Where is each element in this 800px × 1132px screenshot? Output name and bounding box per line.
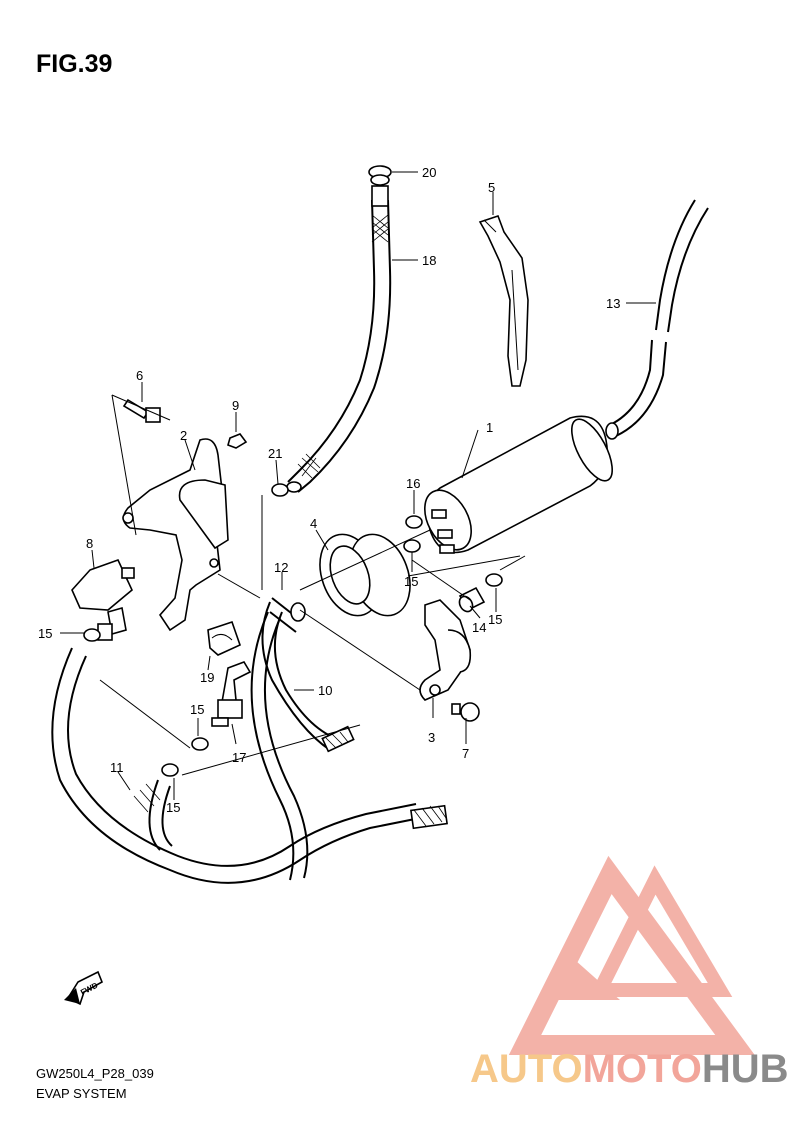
callout-15-canister: 15: [404, 574, 418, 589]
callout-10: 10: [318, 683, 332, 698]
assembly-lines: [99, 394, 526, 776]
clamp-15-d: [191, 737, 209, 751]
watermark-auto: AUTO: [470, 1047, 583, 1091]
callout-15-fitting: 15: [190, 702, 204, 717]
callout-3: 3: [428, 730, 435, 745]
figure-title: FIG.39: [36, 50, 113, 78]
bolt-7: [451, 702, 480, 722]
callout-labels: 1 2 3 4 5 6 7 8 9 10 11 12 13 14 15 15 1…: [38, 165, 620, 815]
clamp-15-c: [83, 628, 101, 642]
watermark-hub: HUB: [701, 1047, 789, 1091]
watermark-logo: [508, 855, 755, 1055]
callout-6: 6: [136, 368, 143, 383]
cable-tie-5: [478, 214, 529, 387]
callout-19: 19: [200, 670, 214, 685]
callout-1: 1: [486, 420, 493, 435]
canister-1: [424, 415, 613, 554]
callout-15-left: 15: [38, 626, 52, 641]
clamp-15-b: [485, 573, 503, 587]
callout-8: 8: [86, 536, 93, 551]
callout-15-right: 15: [488, 612, 502, 627]
valve-8: [71, 559, 135, 641]
fwd-arrow-icon: FWD: [64, 970, 104, 1006]
callout-4: 4: [310, 516, 317, 531]
plug-14: [458, 586, 486, 613]
figure-code: GW250L4_P28_039: [36, 1066, 154, 1081]
hose-10: [261, 601, 355, 753]
callout-12: 12: [274, 560, 288, 575]
hose-12: [269, 597, 306, 633]
callout-16: 16: [406, 476, 420, 491]
callout-14: 14: [472, 620, 486, 635]
cushion-19: [207, 620, 241, 656]
callout-7: 7: [462, 746, 469, 761]
callout-9: 9: [232, 398, 239, 413]
leader-lines: [60, 171, 656, 800]
hose-13: [605, 199, 709, 440]
callout-15-bottom: 15: [166, 800, 180, 815]
watermark-text: AUTOMOTOHUB: [470, 1047, 789, 1092]
bracket-2: [122, 438, 229, 632]
callout-11: 11: [110, 760, 124, 775]
clamp-20: [368, 165, 392, 186]
clamp-21: [271, 483, 289, 497]
callout-21: 21: [268, 446, 282, 461]
callout-13: 13: [606, 296, 620, 311]
figure-description: EVAP SYSTEM: [36, 1086, 127, 1101]
callout-20: 20: [422, 165, 436, 180]
callout-2: 2: [180, 428, 187, 443]
bracket-3: [419, 599, 472, 701]
bolt-6: [122, 398, 161, 423]
callout-18: 18: [422, 253, 436, 268]
fitting-17: [211, 661, 252, 727]
clamp-16: [405, 515, 423, 529]
hose-18: [286, 185, 392, 493]
callout-17: 17: [232, 750, 246, 765]
nut-9: [227, 433, 248, 449]
ring-4: [319, 533, 411, 617]
watermark-moto: MOTO: [582, 1047, 702, 1091]
callout-5: 5: [488, 180, 495, 195]
hose-11: [51, 611, 448, 884]
clamp-15-a: [403, 539, 421, 553]
